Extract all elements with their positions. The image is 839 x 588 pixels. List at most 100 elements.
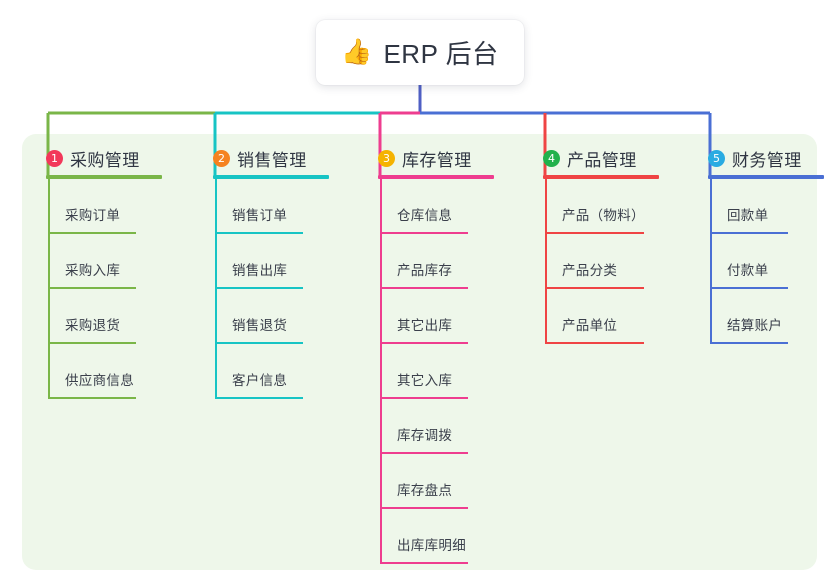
branch-title: 库存管理 <box>402 150 472 170</box>
leaf-item-rule <box>546 342 644 344</box>
leaf-item-rule <box>381 562 468 564</box>
leaf-item-label: 销售退货 <box>232 318 288 333</box>
branch-header-rule <box>46 175 162 179</box>
branch-leaf-list: 仓库信息产品库存其它出库其它入库库存调拨库存盘点出库库明细 <box>362 179 522 564</box>
branch-number-badge: 2 <box>213 149 230 167</box>
branch-header-4[interactable]: 4 产品管理 <box>527 146 687 170</box>
leaf-item[interactable]: 仓库信息 <box>362 179 522 234</box>
leaf-item-rule <box>216 287 303 289</box>
leaf-item[interactable]: 采购订单 <box>30 179 190 234</box>
leaf-item[interactable]: 采购入库 <box>30 234 190 289</box>
leaf-item[interactable]: 采购退货 <box>30 289 190 344</box>
leaf-item-rule <box>711 232 788 234</box>
branch-header-3[interactable]: 3 库存管理 <box>362 146 522 170</box>
branch-title: 财务管理 <box>732 150 802 170</box>
branch-header-rule <box>543 175 659 179</box>
leaf-item-label: 付款单 <box>727 263 769 278</box>
leaf-item[interactable]: 其它出库 <box>362 289 522 344</box>
branch-stem <box>215 179 217 399</box>
leaf-item-rule <box>49 397 136 399</box>
branch-title: 产品管理 <box>567 150 637 170</box>
leaf-item-rule <box>216 232 303 234</box>
leaf-item[interactable]: 销售订单 <box>197 179 357 234</box>
leaf-item[interactable]: 库存盘点 <box>362 454 522 509</box>
branch-stem <box>545 179 547 344</box>
leaf-item-rule <box>546 232 644 234</box>
branch-title: 采购管理 <box>70 150 140 170</box>
leaf-item[interactable]: 出库库明细 <box>362 509 522 564</box>
leaf-item-rule <box>216 397 303 399</box>
root-node-card[interactable]: 👍 ERP 后台 <box>316 20 524 85</box>
leaf-item-label: 产品库存 <box>397 263 453 278</box>
diagram-canvas <box>22 134 817 570</box>
leaf-item[interactable]: 产品库存 <box>362 234 522 289</box>
leaf-item-label: 仓库信息 <box>397 208 453 223</box>
branch-stem <box>48 179 50 399</box>
leaf-item-rule <box>49 342 136 344</box>
leaf-item-label: 采购入库 <box>65 263 121 278</box>
branch-column-2: 2 销售管理销售订单销售出库销售退货客户信息 <box>197 146 357 399</box>
leaf-item-label: 其它入库 <box>397 373 453 388</box>
leaf-item-label: 销售出库 <box>232 263 288 278</box>
leaf-item[interactable]: 付款单 <box>692 234 839 289</box>
branch-column-3: 3 库存管理仓库信息产品库存其它出库其它入库库存调拨库存盘点出库库明细 <box>362 146 522 564</box>
root-node-content: 👍 ERP 后台 <box>341 34 498 71</box>
branch-stem <box>380 179 382 564</box>
leaf-item-rule <box>381 397 468 399</box>
leaf-item[interactable]: 销售出库 <box>197 234 357 289</box>
leaf-item[interactable]: 供应商信息 <box>30 344 190 399</box>
leaf-item-label: 供应商信息 <box>65 373 134 388</box>
branch-leaf-list: 回款单付款单结算账户 <box>692 179 839 344</box>
thumbs-up-icon: 👍 <box>341 38 373 66</box>
root-node-title: ERP 后台 <box>383 39 499 69</box>
leaf-item-label: 出库库明细 <box>397 538 466 553</box>
leaf-item-label: 产品单位 <box>562 318 618 333</box>
leaf-item-label: 产品分类 <box>562 263 618 278</box>
leaf-item-label: 产品（物料） <box>562 208 645 223</box>
leaf-item-rule <box>546 287 644 289</box>
leaf-item[interactable]: 其它入库 <box>362 344 522 399</box>
leaf-item-rule <box>49 232 136 234</box>
leaf-item-rule <box>216 342 303 344</box>
branch-leaf-list: 采购订单采购入库采购退货供应商信息 <box>30 179 190 399</box>
leaf-item-label: 采购订单 <box>65 208 121 223</box>
leaf-item-label: 结算账户 <box>727 318 783 333</box>
branch-leaf-list: 销售订单销售出库销售退货客户信息 <box>197 179 357 399</box>
leaf-item-rule <box>711 342 788 344</box>
leaf-item-label: 采购退货 <box>65 318 121 333</box>
branch-stem <box>710 179 712 344</box>
leaf-item-label: 库存调拨 <box>397 428 453 443</box>
leaf-item[interactable]: 产品分类 <box>527 234 687 289</box>
leaf-item[interactable]: 产品单位 <box>527 289 687 344</box>
leaf-item-rule <box>381 507 468 509</box>
leaf-item-label: 客户信息 <box>232 373 288 388</box>
leaf-item-rule <box>49 287 136 289</box>
branch-number-badge: 1 <box>46 149 63 167</box>
branch-title: 销售管理 <box>237 150 307 170</box>
branch-number-badge: 4 <box>543 149 560 167</box>
branch-leaf-list: 产品（物料） 产品分类产品单位 <box>527 179 687 344</box>
branch-header-2[interactable]: 2 销售管理 <box>197 146 357 170</box>
leaf-item[interactable]: 销售退货 <box>197 289 357 344</box>
leaf-item[interactable]: 产品（物料） <box>527 179 687 234</box>
leaf-item[interactable]: 库存调拨 <box>362 399 522 454</box>
branch-number-badge: 3 <box>378 149 395 167</box>
leaf-item-rule <box>711 287 788 289</box>
leaf-item-label: 其它出库 <box>397 318 453 333</box>
leaf-item-label: 库存盘点 <box>397 483 453 498</box>
branch-header-rule <box>708 175 824 179</box>
leaf-item-rule <box>381 342 468 344</box>
branch-header-rule <box>213 175 329 179</box>
leaf-item-rule <box>381 287 468 289</box>
leaf-item-label: 销售订单 <box>232 208 288 223</box>
branch-header-1[interactable]: 1 采购管理 <box>30 146 190 170</box>
leaf-item[interactable]: 结算账户 <box>692 289 839 344</box>
branch-column-1: 1 采购管理采购订单采购入库采购退货供应商信息 <box>30 146 190 399</box>
leaf-item-rule <box>381 232 468 234</box>
leaf-item[interactable]: 客户信息 <box>197 344 357 399</box>
leaf-item-label: 回款单 <box>727 208 769 223</box>
leaf-item[interactable]: 回款单 <box>692 179 839 234</box>
